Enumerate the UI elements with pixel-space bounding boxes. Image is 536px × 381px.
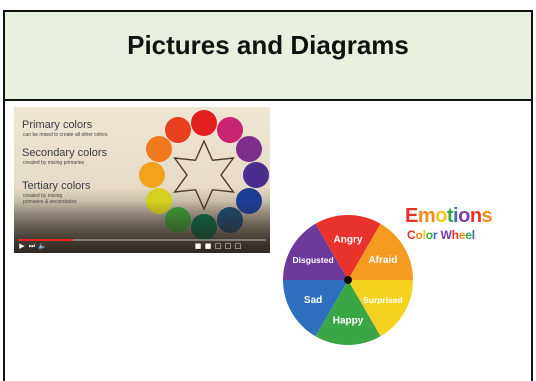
emotion-label: Sad [304,295,322,306]
emotion-segment [348,280,413,337]
emotion-segment [315,214,381,280]
emotion-segment [348,223,413,280]
wheel-color-circle [191,110,217,136]
wheel-color-circle [146,136,172,162]
emotion-segment [283,223,348,280]
emotions-title: Emotions [405,205,493,227]
video-progress-bar[interactable] [18,239,266,241]
subtitles-icon[interactable]: ■ [204,242,212,250]
color-wheel-title: Color Wheel [407,228,475,242]
wheel-color-circle [243,162,269,188]
primary-colors-title: Primary colors [22,119,93,131]
emotion-label: Disgusted [293,255,334,265]
emotion-label: Angry [334,235,363,246]
primary-colors-sub: can be mixed to create all other colors [23,132,108,138]
wheel-color-circle [165,117,191,143]
tertiary-colors-title: Tertiary colors [22,180,91,192]
secondary-colors-title: Secondary colors [22,147,107,159]
skip-next-icon[interactable]: ⏭ [28,242,36,250]
star-shape [173,139,235,211]
page-title: Pictures and Diagrams [127,30,409,60]
slide-header: Pictures and Diagrams [5,12,531,101]
volume-icon[interactable]: 🔈 [38,242,47,250]
tertiary-colors-sub-1: created by mixing [23,193,63,199]
color-wheel-video[interactable]: Primary colors can be mixed to create al… [14,107,270,253]
video-progress-fill [18,239,73,241]
play-icon[interactable]: ▶ [19,242,25,250]
theater-icon[interactable]: □ [224,242,232,250]
wheel-color-circle [236,136,262,162]
secondary-colors-sub: created by mixing primaries [23,160,85,166]
emotion-label: Happy [333,315,364,326]
fullscreen-icon[interactable]: □ [234,242,242,250]
emotion-label: Afraid [368,255,397,266]
video-shade [14,201,270,253]
video-controls: ▶ ⏭ 🔈 ■ ■ □ □ □ [18,242,266,251]
emotion-label: Surprised [363,295,403,305]
emotion-segment [315,280,381,346]
emotion-segment [283,280,348,337]
wheel-center-dot [344,276,352,284]
settings-icon[interactable]: ■ [194,242,202,250]
wheel-color-circle [217,117,243,143]
wheel-color-circle [139,162,165,188]
miniplayer-icon[interactable]: □ [214,242,222,250]
